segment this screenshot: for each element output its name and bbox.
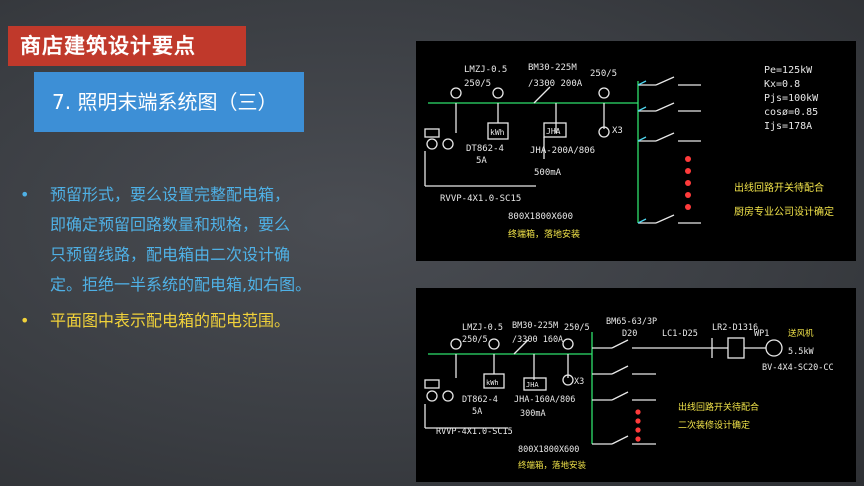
jha-box: JHA xyxy=(546,127,561,136)
system-diagram-2: LMZJ-0.5 250/5 BM30-225M /3300 160A 250/… xyxy=(416,288,856,482)
dt-amp: 5A xyxy=(472,407,482,417)
bullet-item: • 预留形式，要么设置完整配电箱， xyxy=(14,180,406,210)
lc1-label: LC1-D25 xyxy=(662,329,698,339)
box-size: 800X1800X600 xyxy=(508,212,573,222)
system-diagram-1: LMZJ-0.5 250/5 BM30-225M /3300 200A 250/… xyxy=(416,41,856,261)
slide-title: 商店建筑设计要点 xyxy=(8,26,246,66)
fan-kw: 5.5kW xyxy=(788,347,814,357)
jha-box: JHA xyxy=(526,381,539,389)
section-heading: 7. 照明末端系统图（三） xyxy=(34,72,304,132)
bm65-label: BM65-63/3P xyxy=(606,317,657,327)
box-size: 800X1800X600 xyxy=(518,445,579,455)
dt-amp: 5A xyxy=(476,156,487,166)
bullet-item: 定。拒绝一半系统的配电箱,如右图。 xyxy=(14,270,406,300)
bullet-item-highlight: • 平面图中表示配电箱的配电范围。 xyxy=(14,306,406,336)
meter-label: LMZJ-0.5 xyxy=(462,323,503,333)
bullet-text: 预留形式，要么设置完整配电箱， xyxy=(50,185,291,204)
breaker-rating: /3300 160A xyxy=(512,335,563,345)
bullet-text: 平面图中表示配电箱的配电范围。 xyxy=(50,311,291,330)
bullet-text: 即确定预留回路数量和规格，要么 xyxy=(50,215,291,234)
ct-ratio: 250/5 xyxy=(564,323,590,333)
d20-label: D20 xyxy=(622,329,637,339)
ma-label: 500mA xyxy=(534,168,562,178)
note-2: 厨房专业公司设计确定 xyxy=(734,205,834,218)
bullet-dot-icon: • xyxy=(20,185,30,204)
param-ijs: Ijs=178A xyxy=(764,121,812,132)
box-install: 终端箱，落地安装 xyxy=(508,228,580,240)
bullet-text: 只预留线路，配电箱由二次设计确 xyxy=(50,245,291,264)
cable-label: RVVP-4X1.0-SC15 xyxy=(436,427,513,437)
ma-label: 300mA xyxy=(520,409,546,419)
meter-ratio: 250/5 xyxy=(462,335,488,345)
ct-ratio: 250/5 xyxy=(590,69,617,79)
bullet-list: • 预留形式，要么设置完整配电箱， 即确定预留回路数量和规格，要么 只预留线路，… xyxy=(14,180,406,336)
diagram-2-svg: LMZJ-0.5 250/5 BM30-225M /3300 160A 250/… xyxy=(424,317,834,471)
bullet-text: 定。拒绝一半系统的配电箱,如右图。 xyxy=(50,275,312,294)
note-2: 二次装修设计确定 xyxy=(678,419,750,431)
jha-label: JHA-160A/806 xyxy=(514,395,575,405)
param-pjs: Pjs=100kW xyxy=(764,93,819,104)
note-1: 出线回路开关待配合 xyxy=(734,181,824,194)
fan-cable: BV-4X4-SC20-CC xyxy=(762,363,834,373)
x3-label: X3 xyxy=(574,377,584,387)
breaker-label: BM30-225M xyxy=(528,63,577,73)
bullet-item: 只预留线路，配电箱由二次设计确 xyxy=(14,240,406,270)
param-pe: Pe=125kW xyxy=(764,65,813,76)
bullet-dot-icon: • xyxy=(20,311,30,330)
cable-label: RVVP-4X1.0-SC15 xyxy=(440,194,521,204)
note-1: 出线回路开关待配合 xyxy=(678,401,759,413)
bullet-item: 即确定预留回路数量和规格，要么 xyxy=(14,210,406,240)
lr2-label: LR2-D1316 xyxy=(712,323,758,333)
meter-ratio: 250/5 xyxy=(464,79,491,89)
meter-label: LMZJ-0.5 xyxy=(464,65,507,75)
jha-label: JHA-200A/806 xyxy=(530,146,595,156)
dt-label: DT862-4 xyxy=(462,395,498,405)
kwh-label: kWh xyxy=(486,379,499,387)
x3-label: X3 xyxy=(612,126,623,136)
fan-label: 送风机 xyxy=(788,328,814,339)
kwh-label: kWh xyxy=(490,128,505,137)
dt-label: DT862-4 xyxy=(466,144,504,154)
breaker-label: BM30-225M xyxy=(512,321,558,331)
wp1-label: WP1 xyxy=(754,329,769,339)
box-install: 终端箱，落地安装 xyxy=(518,460,587,471)
breaker-rating: /3300 200A xyxy=(528,79,583,89)
param-cos: cosø=0.85 xyxy=(764,107,818,118)
param-kx: Kx=0.8 xyxy=(764,79,800,90)
diagram-1-svg: LMZJ-0.5 250/5 BM30-225M /3300 200A 250/… xyxy=(424,63,834,240)
